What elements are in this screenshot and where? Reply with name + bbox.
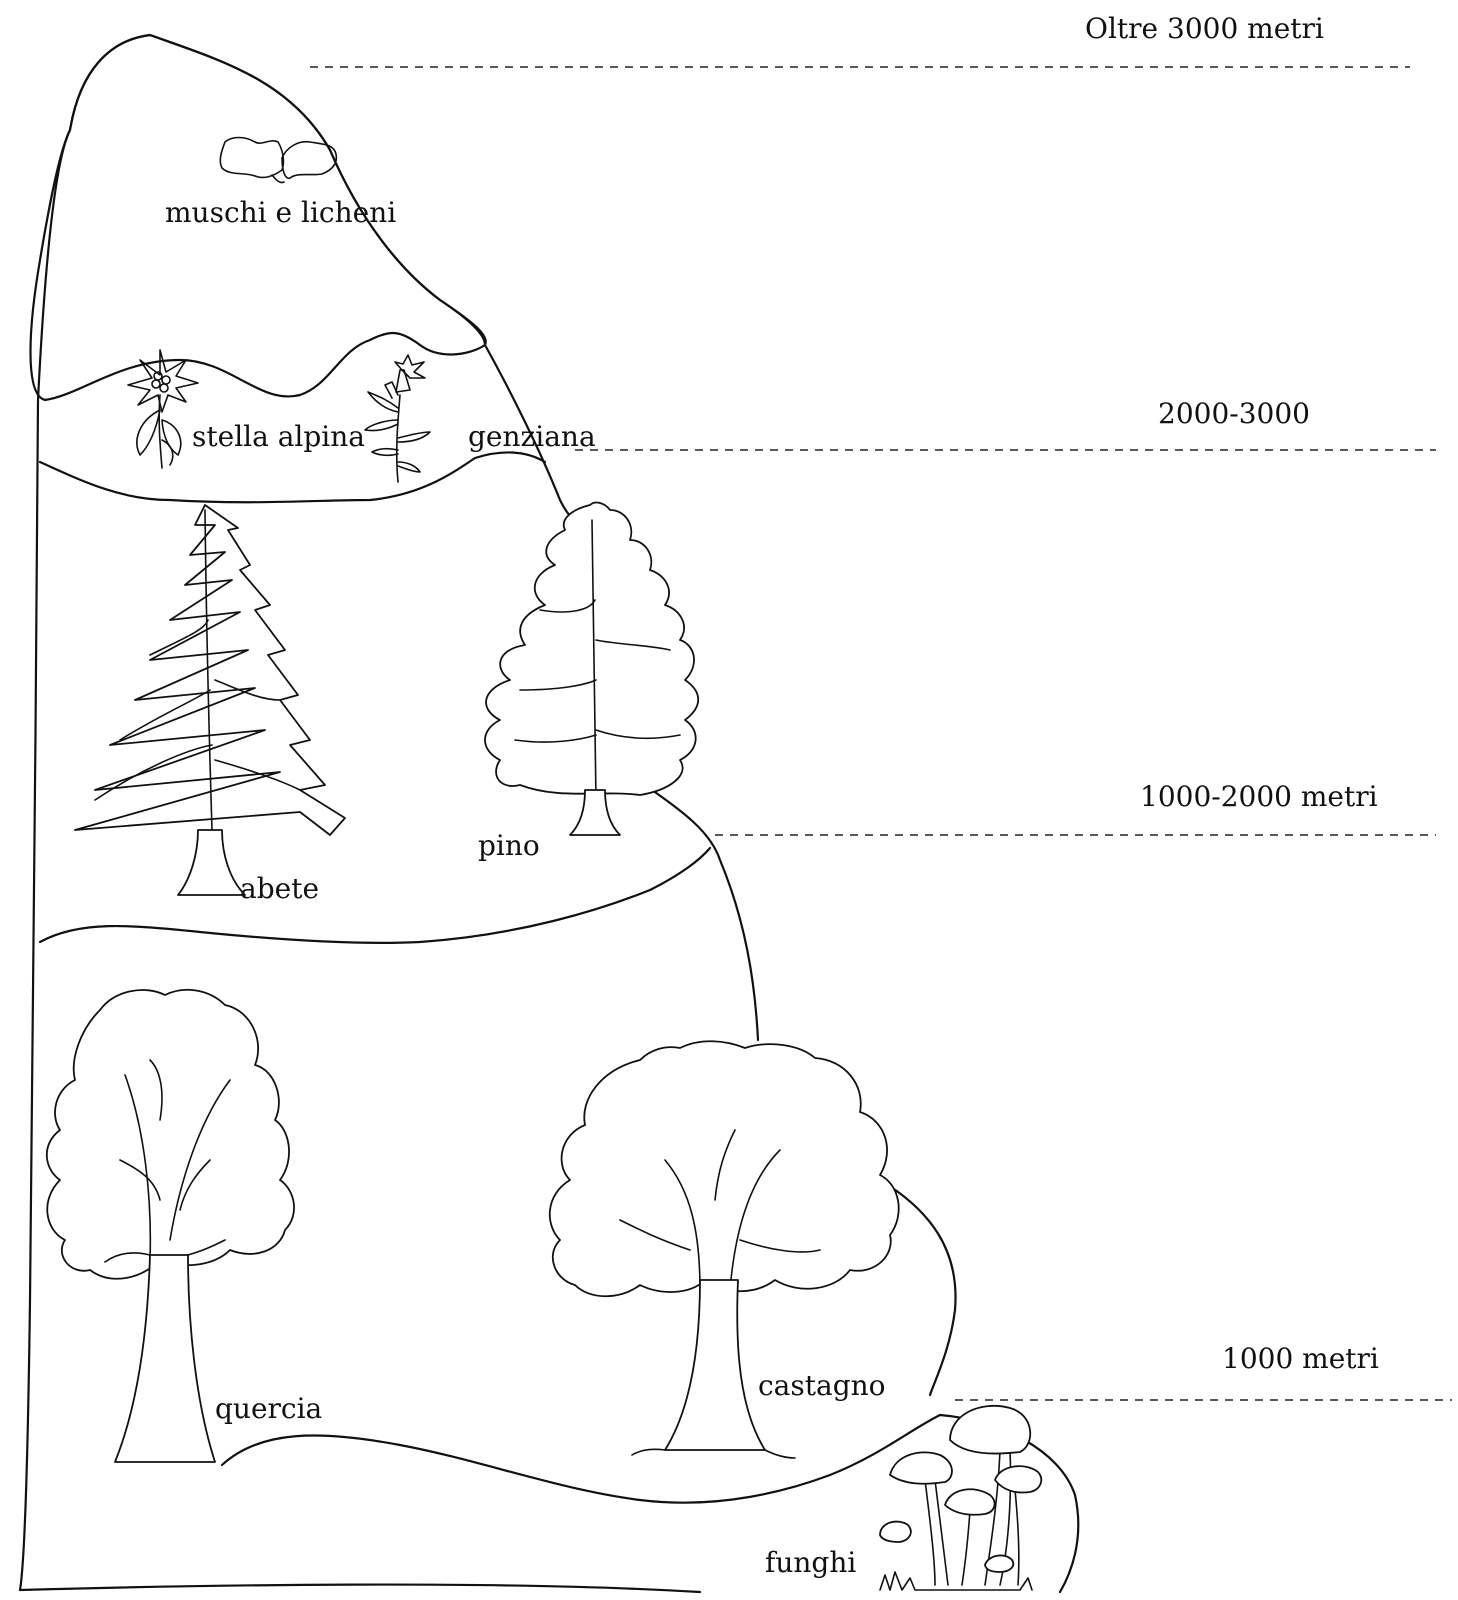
mushrooms-icon xyxy=(879,1404,1043,1591)
altitude-label-1000: 1000 metri xyxy=(1222,1342,1379,1375)
chestnut-tree-icon xyxy=(548,1040,900,1459)
altitude-label-2000-3000: 2000-3000 xyxy=(1158,397,1310,430)
snow-zone-boundary xyxy=(29,33,487,402)
oak-tree-icon xyxy=(45,988,295,1463)
broadleaf-zone-boundary xyxy=(220,1413,942,1504)
fir-tree-icon xyxy=(74,504,346,896)
gentian-icon xyxy=(364,354,431,483)
pine-tree-icon xyxy=(484,501,700,836)
label-stella-alpina: stella alpina xyxy=(192,420,365,453)
label-quercia: quercia xyxy=(215,1392,322,1425)
edelweiss-flower xyxy=(127,349,199,413)
altitude-label-oltre-3000: Oltre 3000 metri xyxy=(1085,12,1324,45)
altitude-label-1000-2000: 1000-2000 metri xyxy=(1140,780,1378,813)
moss-lichen-icon xyxy=(219,136,338,184)
label-funghi: funghi xyxy=(765,1546,856,1579)
alpine-zone-boundary xyxy=(38,451,547,504)
edelweiss-icon xyxy=(127,349,199,469)
label-muschi-licheni: muschi e licheni xyxy=(165,196,396,229)
label-genziana: genziana xyxy=(468,420,596,453)
conifer-zone-boundary xyxy=(38,846,712,944)
label-castagno: castagno xyxy=(758,1369,886,1402)
mountain-base xyxy=(18,1583,702,1594)
label-abete: abete xyxy=(240,872,319,905)
label-pino: pino xyxy=(478,829,540,862)
